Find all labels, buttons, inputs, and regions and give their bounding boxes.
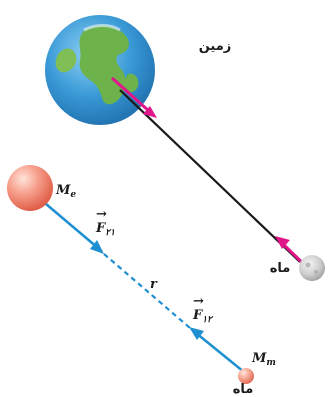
- moon-mass-sphere: [238, 368, 254, 384]
- force-12-line: [189, 327, 245, 373]
- distance-label: r: [150, 277, 158, 292]
- moon-sphere-top: [299, 255, 325, 281]
- moon-label-top: ماه: [270, 261, 291, 276]
- earth-label: زمین: [199, 39, 232, 54]
- earth-mass-symbol: Me: [55, 183, 76, 200]
- moon-mass-symbol: Mm: [251, 351, 276, 368]
- svg-text:F۲۱: F۲۱: [95, 221, 115, 238]
- force-21-line: [45, 203, 104, 254]
- force-12-label: → F۱۲: [192, 294, 214, 325]
- force-arrow-on-earth: [110, 76, 157, 118]
- svg-text:→: →: [193, 294, 204, 309]
- svg-text:F۱۲: F۱۲: [192, 308, 214, 325]
- svg-text:→: →: [96, 207, 107, 222]
- distance-line: [103, 253, 191, 329]
- earth-moon-line: [119, 89, 301, 263]
- moon-label-bottom: ماه: [233, 382, 254, 397]
- force-21-label: → F۲۱: [95, 207, 115, 238]
- earth-mass-sphere: [7, 165, 53, 211]
